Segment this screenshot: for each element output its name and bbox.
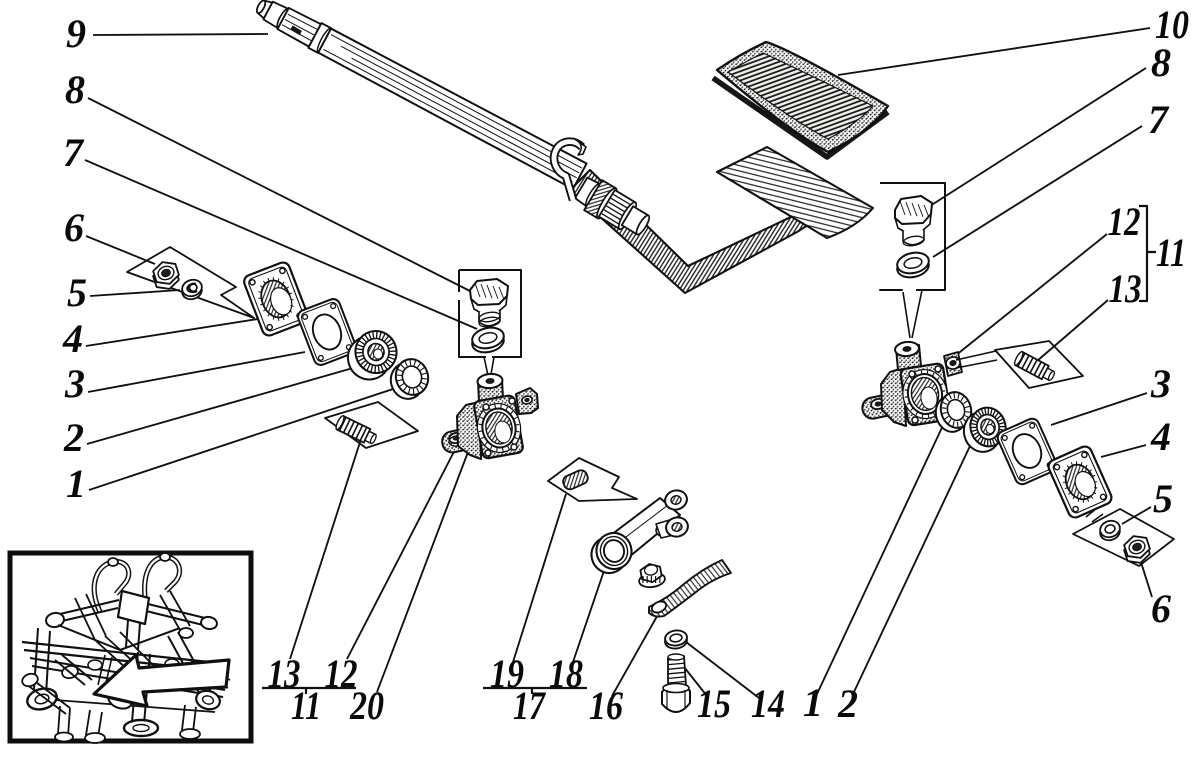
svg-text:4: 4 <box>62 316 83 361</box>
svg-text:7: 7 <box>1148 97 1170 142</box>
svg-text:9: 9 <box>66 11 86 56</box>
svg-text:16: 16 <box>589 683 623 728</box>
svg-text:11: 11 <box>291 683 321 728</box>
svg-text:2: 2 <box>63 415 84 460</box>
svg-text:6: 6 <box>64 205 84 250</box>
svg-text:12: 12 <box>1108 199 1141 244</box>
svg-text:17: 17 <box>513 683 547 728</box>
svg-text:13: 13 <box>1109 266 1142 311</box>
svg-text:7: 7 <box>63 130 85 175</box>
svg-text:20: 20 <box>349 683 384 728</box>
svg-text:5: 5 <box>1153 476 1173 521</box>
svg-text:8: 8 <box>65 67 85 112</box>
svg-text:5: 5 <box>67 270 87 315</box>
svg-text:3: 3 <box>1150 361 1171 406</box>
svg-text:6: 6 <box>1151 586 1171 631</box>
svg-text:8: 8 <box>1151 40 1171 85</box>
svg-text:1: 1 <box>66 461 86 506</box>
svg-text:14: 14 <box>751 681 785 726</box>
svg-text:18: 18 <box>549 651 583 696</box>
svg-text:1: 1 <box>803 680 823 725</box>
svg-text:4: 4 <box>1150 414 1171 459</box>
svg-text:2: 2 <box>837 681 858 726</box>
svg-text:11: 11 <box>1156 230 1186 275</box>
svg-text:15: 15 <box>697 681 731 726</box>
svg-text:3: 3 <box>64 361 85 406</box>
